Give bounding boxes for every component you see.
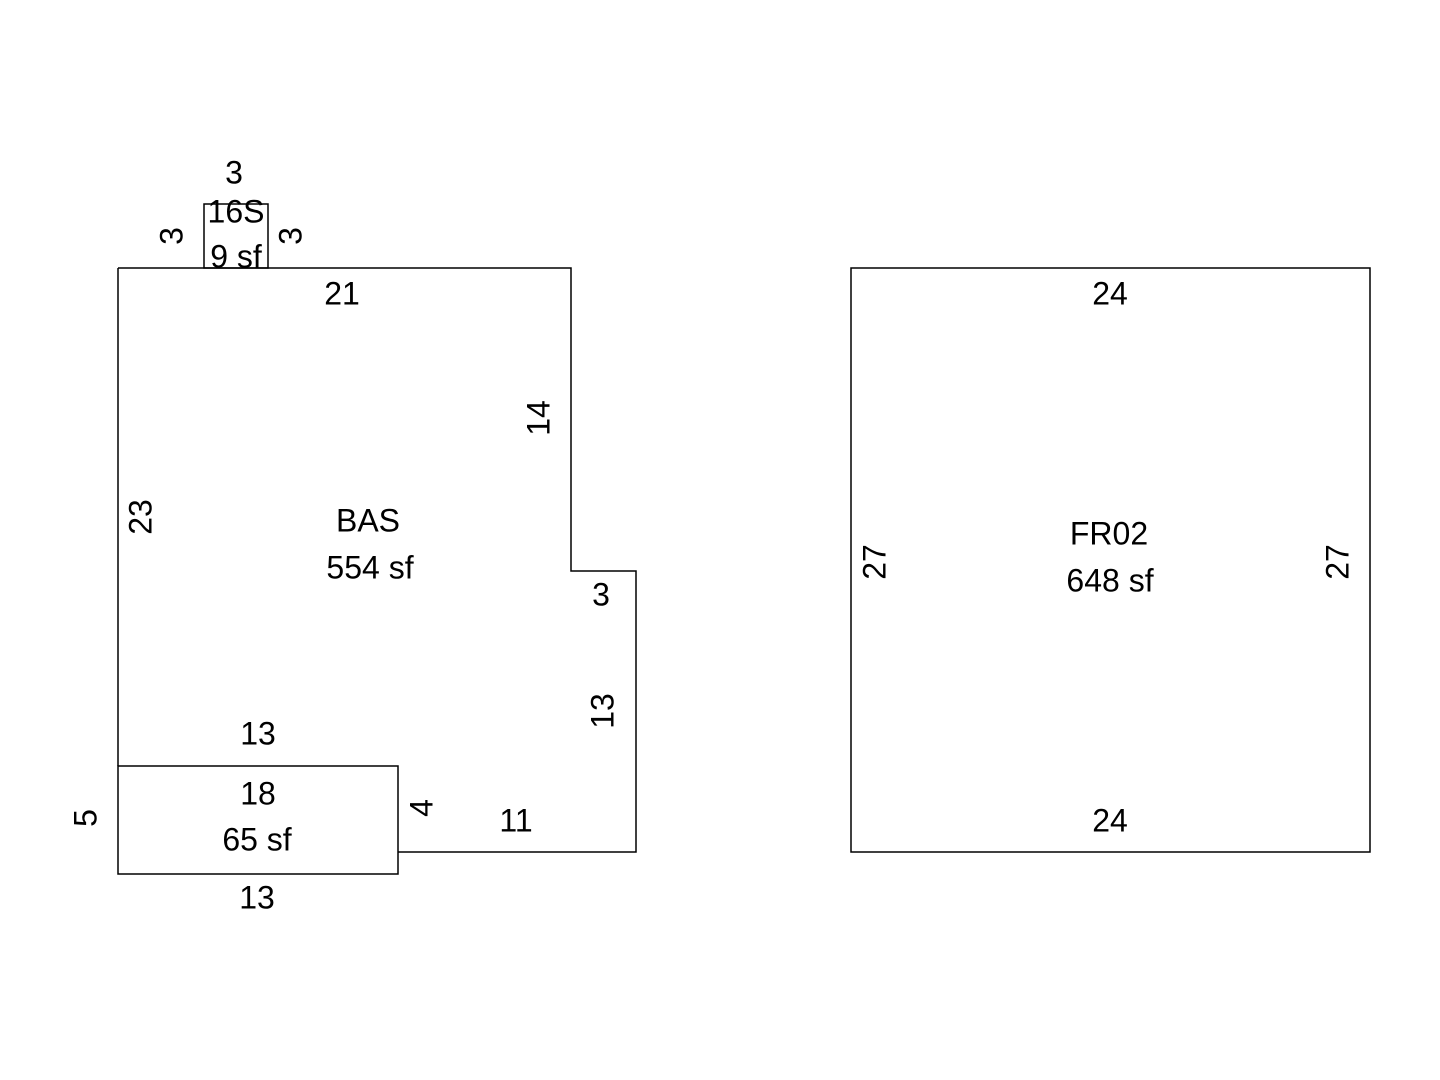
bas-step-dimension: 3 — [592, 576, 610, 612]
fr02-outline — [850, 267, 1371, 853]
fr02-code-label: FR02 — [1070, 515, 1148, 551]
sub-code-label: 18 — [240, 775, 276, 811]
bas-bottom-dimension: 11 — [499, 802, 532, 838]
s16-outline — [203, 203, 269, 269]
s16-code-label: 16S — [208, 193, 265, 229]
bas-right-upper-dimension: 14 — [520, 400, 556, 436]
fr02-top-dimension: 24 — [1092, 275, 1128, 311]
s16-left-dimension: 3 — [153, 227, 189, 245]
s16-right-dimension: 3 — [272, 227, 308, 245]
s16-area-label: 9 sf — [210, 238, 262, 274]
fr02-left-dimension: 27 — [856, 544, 892, 580]
fr02-bottom-dimension: 24 — [1092, 802, 1128, 838]
sub-bottom-dimension: 13 — [239, 879, 275, 915]
sub-left-dimension: 5 — [67, 809, 103, 827]
bas-right-lower-dimension: 13 — [584, 693, 620, 729]
fr02-area-label: 648 sf — [1066, 562, 1153, 598]
bas-top-dimension: 21 — [324, 275, 360, 311]
sub-area-label: 65 sf — [222, 821, 291, 857]
bas-code-label: BAS — [336, 502, 400, 538]
bas-left-dimension: 23 — [122, 499, 158, 535]
sub-top-dimension: 13 — [240, 715, 276, 751]
bas-outline — [117, 267, 637, 853]
s16-top-dimension: 3 — [225, 154, 243, 190]
sub-right-dimension: 4 — [403, 799, 439, 817]
sub-area-outline — [117, 765, 399, 875]
bas-area-label: 554 sf — [326, 549, 413, 585]
fr02-right-dimension: 27 — [1319, 544, 1355, 580]
